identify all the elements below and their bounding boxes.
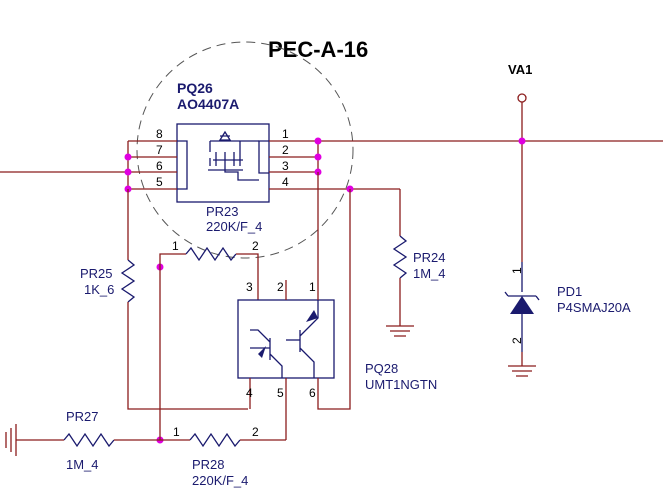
pq28-pin-4: 4 <box>246 386 253 400</box>
pq28-pin-5: 5 <box>277 386 284 400</box>
pq26-value: AO4407A <box>177 96 239 112</box>
pq26-pin-5: 5 <box>156 175 163 189</box>
pr23-pin-1: 1 <box>172 239 179 253</box>
pq28-value: UMT1NGTN <box>365 377 437 392</box>
pr23-pin-2: 2 <box>252 239 259 253</box>
pd1-ref: PD1 <box>557 284 582 299</box>
pq28-pin-6: 6 <box>309 386 316 400</box>
pr23-value: 220K/F_4 <box>206 219 262 234</box>
pr23-resistor <box>185 246 237 262</box>
pr24-resistor <box>392 235 408 279</box>
pr27-ref: PR27 <box>66 409 99 424</box>
pq26-pin-6: 6 <box>156 159 163 173</box>
pq28-pin6-wire <box>317 189 351 410</box>
pq28-body <box>237 299 335 379</box>
pq26-right-pins: 1 2 3 4 <box>269 127 663 190</box>
pr24-value: 1M_4 <box>413 266 446 281</box>
pq26-body <box>176 123 270 203</box>
pq28-pin-2: 2 <box>277 280 284 294</box>
pr28-pin-1: 1 <box>173 425 180 439</box>
pq26-pin-8: 8 <box>156 127 163 141</box>
pr27-resistor <box>63 432 115 448</box>
pr27-value: 1M_4 <box>66 457 99 472</box>
pr25-value: 1K_6 <box>84 282 114 297</box>
pq26-pin-2: 2 <box>282 143 289 157</box>
pq26-pin-1: 1 <box>282 127 289 141</box>
pr24-ref: PR24 <box>413 250 446 265</box>
pr27-chassis-ground <box>5 424 64 456</box>
pr25-bottom-wire <box>127 302 248 410</box>
junction-dots <box>124 137 526 444</box>
pr25-resistor <box>120 259 136 303</box>
pr23-ref: PR23 <box>206 204 239 219</box>
pd1-diode: 1 2 <box>504 262 540 352</box>
pd1-pin-1: 1 <box>510 267 524 274</box>
pq28-transistors <box>250 300 319 378</box>
schematic-title: PEC-A-16 <box>268 37 368 62</box>
pq28-ref: PQ28 <box>365 361 398 376</box>
pr28-value: 220K/F_4 <box>192 473 248 488</box>
pq26-pin-4: 4 <box>282 175 289 189</box>
va1-connector <box>517 93 527 103</box>
pq26-pin-7: 7 <box>156 143 163 157</box>
pr23-resistor-group: 1 2 <box>159 239 259 300</box>
pq28-pin-1: 1 <box>309 280 316 294</box>
pq26-pin-3: 3 <box>282 159 289 173</box>
pq26-ref: PQ26 <box>177 80 213 96</box>
pq26-left-bracket <box>177 140 188 190</box>
pr24-ground-symbol <box>386 325 414 337</box>
mosfet-symbol <box>208 130 259 181</box>
pq26-right-bracket <box>258 140 269 174</box>
pr28-resistor <box>189 432 241 448</box>
pr25-ref: PR25 <box>80 266 113 281</box>
pq26-highlight-circle <box>136 41 354 259</box>
pr28-ref: PR28 <box>192 457 225 472</box>
va1-label: VA1 <box>508 62 532 77</box>
pr28-pin-2: 2 <box>252 425 259 439</box>
pq26-left-pins: 8 7 6 5 <box>0 127 177 190</box>
pq28-pin-3: 3 <box>246 280 253 294</box>
pd1-ground-symbol <box>508 352 536 377</box>
pd1-pin-2: 2 <box>510 337 524 344</box>
pd1-value: P4SMAJ20A <box>557 300 631 315</box>
